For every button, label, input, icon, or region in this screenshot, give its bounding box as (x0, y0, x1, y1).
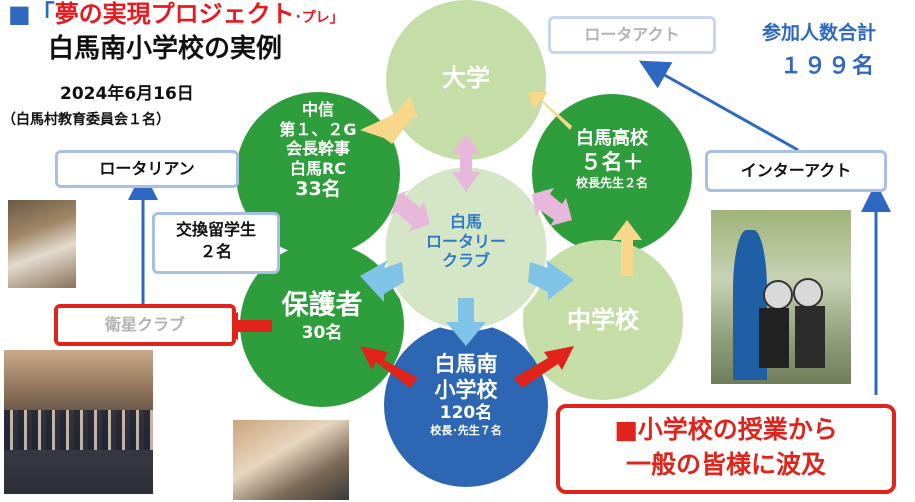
photo-presentation (233, 420, 349, 500)
circle-highschool (532, 94, 692, 254)
arrow-highschool-university (528, 92, 572, 130)
arrow-center-elementary (446, 298, 486, 346)
callout-line-2: 一般の皆様に波及 (625, 450, 826, 479)
arrow-elementary-juniorhigh (514, 346, 574, 388)
arrow-elementary-parents (360, 346, 418, 388)
elementary-staff: 校長･先生７名 (430, 423, 502, 437)
total-value: １９９名 (780, 54, 877, 79)
exchange-line-2: ２名 (199, 241, 232, 261)
highschool-principal: 校長先生２名 (575, 175, 648, 190)
elementary-count: 120名 (439, 403, 493, 424)
circle-elementary (384, 323, 548, 487)
title-prefix: ■「 (8, 0, 55, 28)
circle-parents (240, 243, 404, 407)
highschool-count: ５名＋ (580, 149, 644, 174)
photo-group (4, 350, 153, 494)
chushin-line-3: 会長幹事 (285, 139, 350, 159)
callout-line-1: ■小学校の授業から (614, 415, 838, 444)
arrow-center-highschool (532, 188, 572, 226)
title-pre: ･プレ」 (294, 10, 344, 26)
highschool-name: 白馬高校 (576, 128, 648, 149)
arrow-center-chushin (390, 190, 430, 232)
chushin-line-4: 白馬RC (289, 158, 347, 178)
page-subtitle: 白馬南小学校の実例 (48, 34, 283, 64)
arrow-center-parents (360, 260, 404, 302)
elementary-line-2: 小学校 (434, 377, 498, 402)
chushin-line-1: 中信 (301, 100, 334, 119)
center-line-2: ロータリー (425, 231, 506, 251)
project-title: ■「夢の実現プロジェクト･プレ」 (8, 0, 344, 29)
chushin-line-5: 33名 (295, 178, 341, 201)
callout-box: ■小学校の授業から 一般の皆様に波及 (556, 404, 896, 494)
title-project: 夢の実現プロジェクト (54, 0, 295, 28)
arrow-center-juniorhigh (528, 260, 574, 300)
parents-name: 保護者 (281, 290, 363, 321)
highschool-label: 白馬高校 ５名＋ 校長先生２名 (552, 128, 672, 190)
elementary-label: 白馬南 小学校 120名 校長･先生７名 (406, 352, 526, 437)
rotaract-box: ロータアクト (548, 16, 716, 54)
exchange-box: 交換留学生 ２名 (152, 212, 280, 274)
university-label: 大学 (442, 64, 490, 92)
arrow-center-university (452, 134, 480, 192)
elementary-line-1: 白馬南 (434, 352, 498, 376)
center-label: 白馬 ロータリー クラブ (416, 212, 516, 271)
arrow-chushin-university (360, 96, 418, 144)
chushin-label: 中信 第１、２G 会長幹事 白馬RC 33名 (258, 100, 378, 201)
event-date: 2024年6月16日 (60, 84, 194, 104)
satellite-box: 衛星クラブ (54, 304, 236, 346)
total-label: 参加人数合計 (762, 22, 877, 44)
circle-university (386, 0, 546, 160)
center-line-3: クラブ (441, 251, 490, 271)
connector-rotaract (638, 60, 799, 152)
arrow-junior-highschool (612, 220, 642, 276)
photo-classroom (8, 200, 76, 288)
interact-box: インターアクト (705, 150, 887, 192)
parents-label: 保護者 30名 (262, 290, 382, 344)
rotarian-box: ロータリアン (55, 150, 239, 188)
exchange-line-1: 交換留学生 (175, 220, 256, 239)
parents-count: 30名 (301, 322, 343, 343)
photo-interact (711, 210, 851, 384)
juniorhigh-label: 中学校 (567, 306, 639, 334)
org-note: （白馬村教育委員会１名） (2, 112, 170, 128)
chushin-line-2: 第１、２G (279, 119, 357, 139)
center-line-1: 白馬 (449, 212, 482, 231)
